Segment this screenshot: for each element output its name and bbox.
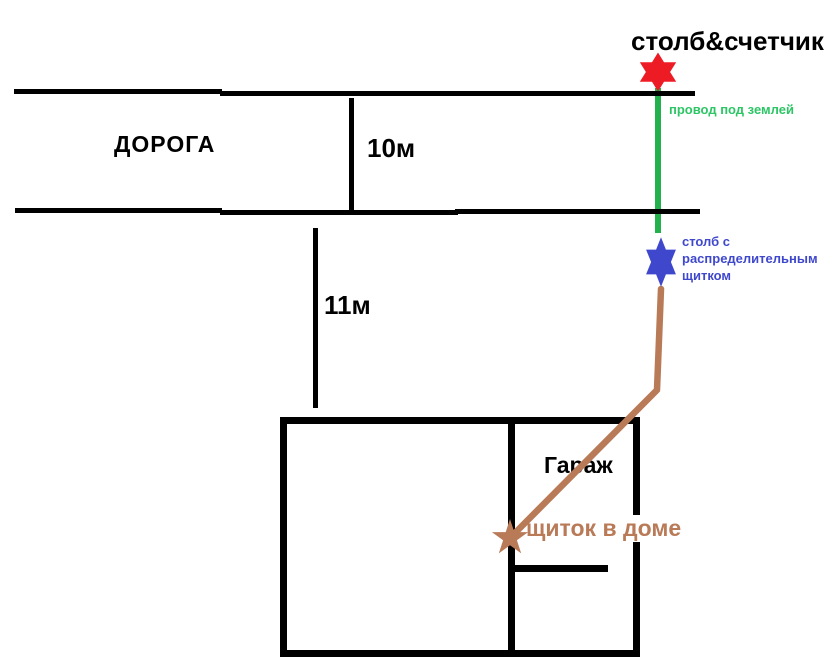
road-top-edge-left xyxy=(14,89,222,94)
road-top-edge-right xyxy=(220,91,695,96)
distribution-pole-label-line3: щитком xyxy=(682,268,732,283)
garage-inner-wall-horizontal xyxy=(515,565,608,572)
road-bottom-edge-left xyxy=(15,208,222,213)
road-label: ДОРОГА xyxy=(114,131,216,157)
underground-wire-label: провод под землей xyxy=(669,102,794,117)
distribution-pole-star-icon xyxy=(646,237,676,287)
house-offset-label: 11м xyxy=(324,290,371,320)
garage-inner-wall-vertical xyxy=(508,424,515,650)
road-width-label: 10м xyxy=(367,133,416,163)
road-bottom-edge-middle xyxy=(220,210,458,215)
road-width-measure-line xyxy=(349,98,354,211)
distribution-pole-label-line1: столб с xyxy=(682,234,731,249)
underground-wire-line xyxy=(655,88,661,233)
house-offset-measure-line xyxy=(313,228,318,408)
distribution-pole-label: столб с распределительным щитком xyxy=(682,233,818,284)
meter-pole-title: столб&счетчик xyxy=(631,26,824,56)
road-bottom-edge-right xyxy=(455,209,700,214)
distribution-pole-label-line2: распределительным xyxy=(682,251,818,266)
house-panel-label: щиток в доме xyxy=(526,515,682,542)
meter-pole-star-icon xyxy=(639,52,677,92)
